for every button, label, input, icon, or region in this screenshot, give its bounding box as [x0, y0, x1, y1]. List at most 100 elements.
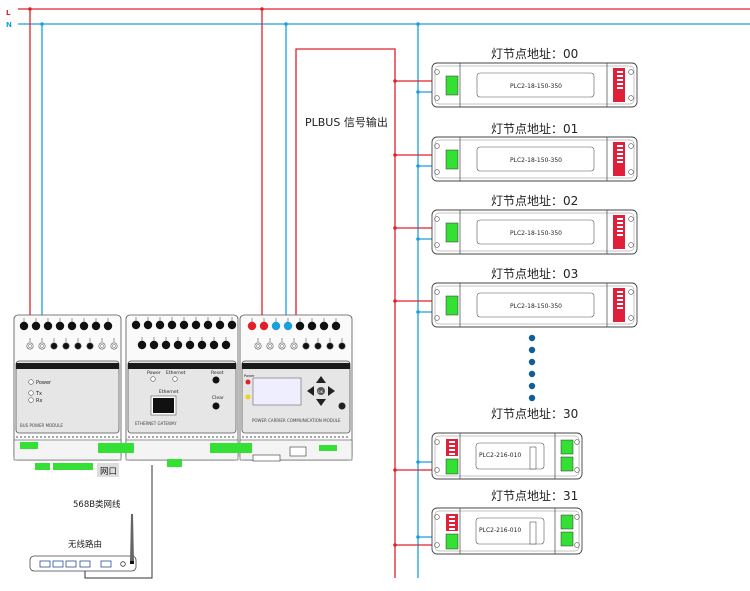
terminal-screw-icon	[185, 340, 195, 350]
node-address-label: 灯节点地址：03	[491, 267, 578, 281]
terminal-screw-icon	[259, 321, 269, 331]
green-terminal	[560, 514, 574, 530]
dip-switch-icon	[446, 439, 458, 456]
node-address-label: 灯节点地址：30	[491, 407, 578, 421]
terminal-row-bottom	[254, 338, 346, 350]
green-terminal	[20, 442, 38, 449]
terminal-screw-icon	[110, 342, 118, 350]
terminal-screw-icon	[79, 321, 89, 331]
terminal-screw-icon	[197, 340, 207, 350]
junction-dot	[40, 22, 44, 26]
tx-indicator-label: Tx	[35, 391, 42, 397]
node-model-label: PLC2-216-010	[479, 452, 521, 459]
ellipsis-dot	[528, 370, 536, 378]
lan-port-icon[interactable]	[65, 560, 77, 568]
power-led-icon	[245, 379, 251, 385]
terminal-screw-icon	[271, 321, 281, 331]
bus-power-module: Power Tx Rx BUS POWER MODULE	[13, 314, 122, 470]
terminal-screw-icon	[62, 342, 70, 350]
terminal-screw-icon	[155, 320, 165, 330]
terminal-screw-icon	[137, 340, 147, 350]
terminal-screw-icon	[283, 321, 293, 331]
terminal-screw-icon	[98, 342, 106, 350]
lan-port-icon[interactable]	[79, 560, 91, 568]
clear-button[interactable]	[212, 402, 220, 410]
node-address-label: 灯节点地址：01	[491, 122, 578, 136]
terminal-screw-icon	[191, 320, 201, 330]
ethernet-cable	[84, 465, 153, 579]
terminal-screw-icon	[55, 321, 65, 331]
terminal-screw-icon	[38, 342, 46, 350]
junction-dot	[416, 22, 420, 26]
ok-button[interactable]	[317, 387, 325, 395]
reset-label: Reset	[211, 370, 224, 376]
terminal-screw-icon	[143, 320, 153, 330]
terminal-screw-icon	[247, 321, 257, 331]
eth-power-label: Power	[147, 370, 161, 376]
neutral-bus-label: N	[6, 21, 12, 29]
terminal-screw-icon	[131, 320, 141, 330]
green-terminal	[445, 149, 459, 170]
terminal-screw-icon	[67, 321, 77, 331]
green-terminal	[445, 458, 459, 475]
dip-switch-icon	[446, 514, 458, 531]
terminal-screw-icon	[307, 321, 317, 331]
ethernet-gateway-module: Power Ethernet Reset Ethernet Clear ETHE…	[120, 314, 239, 467]
router-button-icon[interactable]	[120, 561, 126, 567]
green-terminal	[560, 456, 574, 472]
up-arrow-button[interactable]	[316, 376, 326, 383]
lan-port-icon[interactable]	[52, 560, 64, 568]
right-arrow-button[interactable]	[328, 386, 335, 396]
lcd-display	[252, 377, 302, 406]
cm-power-label: Power	[244, 374, 255, 378]
terminal-screw-icon	[278, 342, 286, 350]
node-model-label: PLC2-216-010	[479, 527, 521, 534]
ellipsis-dots	[528, 334, 536, 402]
power-module-footer: BUS POWER MODULE	[20, 423, 63, 428]
controller-footer: POWER CARRIER COMMUNICATION MODULE	[252, 418, 341, 423]
terminal-screw-icon	[167, 320, 177, 330]
wan-port-icon[interactable]	[100, 560, 112, 568]
terminal-screw-icon	[215, 320, 225, 330]
down-arrow-button[interactable]	[316, 399, 326, 406]
terminal-row-top	[247, 318, 341, 331]
tx-led-icon	[28, 390, 34, 396]
node-address-label: 灯节点地址：02	[491, 194, 578, 208]
terminal-screw-icon	[173, 340, 183, 350]
back-button[interactable]	[338, 402, 346, 410]
ellipsis-dot	[528, 334, 536, 342]
router-label: 无线路由	[68, 539, 102, 550]
antenna-icon	[130, 514, 134, 562]
power-led-icon	[28, 379, 34, 385]
terminal-screw-icon	[149, 340, 159, 350]
node-address-label: 灯节点地址：00	[491, 47, 578, 61]
left-arrow-button[interactable]	[307, 386, 314, 396]
green-terminal	[120, 443, 134, 453]
terminal-screw-icon	[50, 342, 58, 350]
terminal-row-top	[19, 318, 113, 331]
ellipsis-dot	[528, 382, 536, 390]
reset-button[interactable]	[212, 376, 220, 384]
lan-port-icon[interactable]	[39, 560, 51, 568]
terminal-screw-icon	[221, 340, 231, 350]
green-terminal	[560, 531, 574, 547]
junction-dot	[284, 22, 288, 26]
green-terminal	[445, 222, 459, 243]
terminal-screw-icon	[254, 342, 262, 350]
terminal-screw-icon	[338, 342, 346, 350]
green-terminal	[445, 75, 459, 96]
green-terminal	[230, 443, 252, 453]
ellipsis-dot	[528, 358, 536, 366]
terminal-screw-icon	[290, 342, 298, 350]
terminal-screw-icon	[31, 321, 41, 331]
ellipsis-dot	[528, 346, 536, 354]
ethernet-led-icon	[172, 376, 178, 382]
rs485-port[interactable]	[289, 446, 307, 457]
green-terminal	[319, 445, 337, 451]
rx-indicator-label: Rx	[36, 398, 42, 404]
power-carrier-module: Power OK POWER CARRIER COMMUNICATION MOD…	[230, 314, 353, 462]
